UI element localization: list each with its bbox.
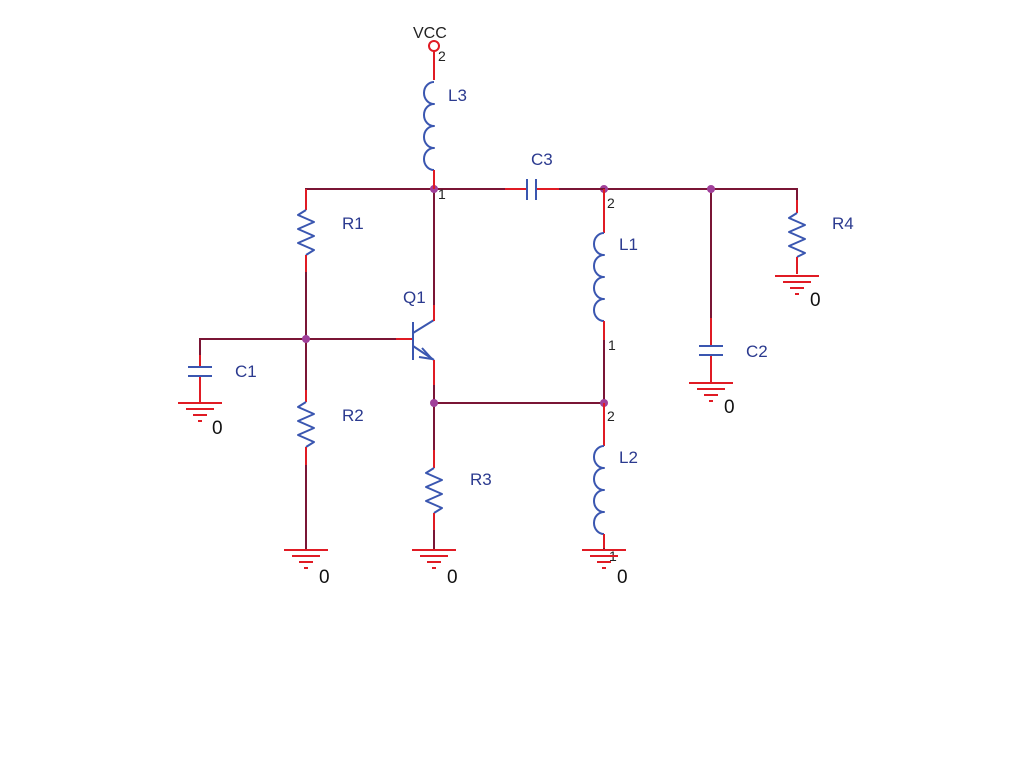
- ground-c1: 0: [178, 402, 223, 439]
- junction-dot: [707, 185, 715, 193]
- resistor-r4: R4: [788, 200, 854, 274]
- c3-pin-number: 2: [607, 195, 615, 211]
- capacitor-c1: C1: [188, 355, 257, 403]
- ground-r4: 0: [775, 275, 821, 311]
- l2-label: L2: [619, 448, 638, 467]
- resistor-r3: R3: [425, 450, 492, 530]
- inductor-l2: L2 2 1: [593, 403, 638, 564]
- ground-r3: 0: [412, 549, 458, 588]
- ground-l2: 0: [582, 549, 628, 588]
- l3-pin-number: 1: [438, 186, 446, 202]
- l3-label: L3: [448, 86, 467, 105]
- ground-label: 0: [617, 567, 628, 588]
- l2-top-pin-number: 2: [607, 408, 615, 424]
- ground-label: 0: [724, 397, 735, 418]
- vcc-source: VCC 2: [413, 25, 447, 80]
- vcc-pin-number: 2: [438, 48, 446, 64]
- r1-label: R1: [342, 214, 364, 233]
- junction-dot: [302, 335, 310, 343]
- resistor-r1: R1: [297, 189, 364, 272]
- capacitor-c3: C3 2: [505, 150, 615, 211]
- c1-label: C1: [235, 362, 257, 381]
- r2-label: R2: [342, 406, 364, 425]
- ground-r2: 0: [284, 549, 330, 588]
- r4-label: R4: [832, 214, 854, 233]
- ground-c2: 0: [689, 382, 735, 418]
- ground-label: 0: [212, 418, 223, 439]
- vcc-label: VCC: [413, 25, 447, 42]
- inductor-l3: L3 1: [423, 81, 467, 202]
- c2-label: C2: [746, 342, 768, 361]
- r3-label: R3: [470, 470, 492, 489]
- ground-label: 0: [447, 567, 458, 588]
- resistor-r2: R2: [297, 390, 364, 465]
- wires: [199, 188, 798, 549]
- l1-pin-number: 1: [608, 337, 616, 353]
- junction-dot: [430, 399, 438, 407]
- q1-label: Q1: [403, 288, 426, 307]
- ground-label: 0: [319, 567, 330, 588]
- inductor-l1: L1 1: [593, 189, 638, 353]
- capacitor-c2: C2: [699, 318, 768, 383]
- l1-label: L1: [619, 235, 638, 254]
- c3-label: C3: [531, 150, 553, 169]
- transistor-q1: Q1: [396, 288, 435, 385]
- junctions: [302, 185, 715, 407]
- ground-label: 0: [810, 290, 821, 311]
